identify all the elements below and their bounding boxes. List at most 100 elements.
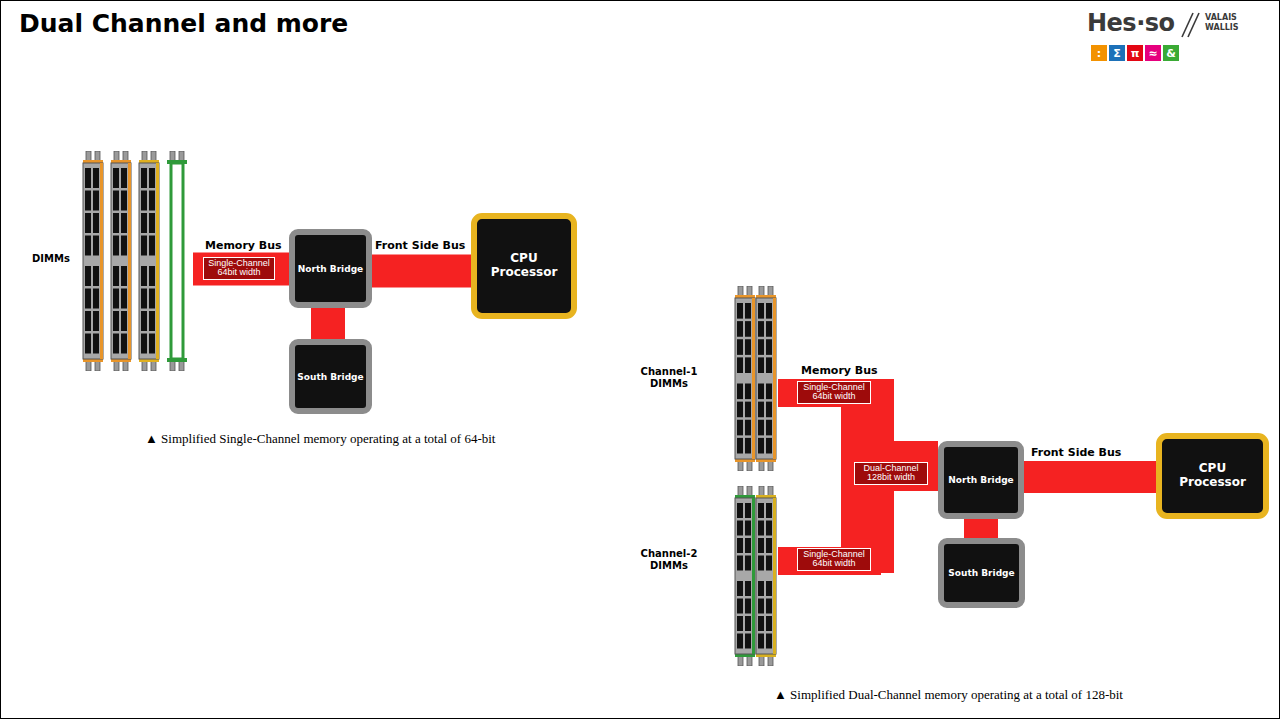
empty-dimm-slot bbox=[171, 163, 183, 359]
memory-chip bbox=[758, 438, 764, 454]
memory-chip bbox=[766, 599, 772, 614]
memory-chip bbox=[766, 538, 772, 553]
memory-chip bbox=[758, 581, 764, 596]
memory-chip bbox=[758, 420, 764, 436]
memory-chip bbox=[85, 191, 91, 211]
bus-name: Memory Bus bbox=[205, 239, 282, 252]
memory-chip bbox=[766, 521, 772, 536]
memory-chip bbox=[93, 334, 99, 354]
memory-chip bbox=[113, 168, 119, 188]
memory-chip bbox=[766, 438, 772, 454]
memory-chip bbox=[141, 334, 147, 354]
dimm-module bbox=[756, 498, 776, 654]
memory-chip bbox=[737, 634, 743, 649]
dimm-slot-edge bbox=[156, 163, 159, 359]
chip-label: South Bridge bbox=[297, 372, 363, 382]
memory-chip bbox=[745, 581, 751, 596]
memory-chip bbox=[758, 384, 764, 400]
chip-label: CPU Processor bbox=[479, 252, 569, 280]
bus-width-label: Single-Channel 64bit width bbox=[797, 548, 871, 571]
memory-chip bbox=[766, 420, 772, 436]
memory-chip bbox=[149, 334, 155, 354]
memory-chip bbox=[737, 384, 743, 400]
logo-square: : bbox=[1091, 45, 1107, 61]
memory-chip bbox=[141, 168, 147, 188]
bus-connector bbox=[311, 308, 345, 339]
dimm-label: Channel-2 DIMMs bbox=[634, 548, 704, 571]
memory-chip bbox=[766, 503, 772, 518]
memory-chip bbox=[85, 168, 91, 188]
memory-chip bbox=[737, 438, 743, 454]
memory-chip bbox=[737, 581, 743, 596]
logo-square: Σ bbox=[1109, 45, 1125, 61]
memory-chip bbox=[766, 321, 772, 337]
chip-label: North Bridge bbox=[948, 475, 1013, 485]
memory-chip bbox=[745, 384, 751, 400]
memory-chip bbox=[737, 503, 743, 518]
memory-chip bbox=[766, 616, 772, 631]
memory-chip bbox=[85, 311, 91, 331]
memory-chip bbox=[758, 402, 764, 418]
dimm-module bbox=[111, 163, 131, 359]
memory-chip bbox=[141, 236, 147, 256]
dimm-illustration bbox=[734, 486, 778, 666]
bus-connector bbox=[1024, 461, 1156, 493]
bridge-chip: South Bridge bbox=[938, 538, 1025, 608]
dimm-label: Channel-1 DIMMs bbox=[634, 366, 704, 389]
dimm-slot-edge bbox=[773, 298, 776, 459]
bus-name: Memory Bus bbox=[801, 364, 878, 377]
memory-chip bbox=[85, 289, 91, 309]
bus-width-label: Dual-Channel 128bit width bbox=[854, 462, 928, 485]
figure-caption: ▲ Simplified Single-Channel memory opera… bbox=[145, 431, 495, 447]
memory-chip bbox=[766, 402, 772, 418]
memory-chip bbox=[149, 213, 155, 233]
memory-chip bbox=[141, 289, 147, 309]
dimm-slot-edge bbox=[100, 163, 103, 359]
memory-chip bbox=[141, 266, 147, 286]
memory-chip bbox=[745, 339, 751, 355]
memory-chip bbox=[113, 289, 119, 309]
memory-chip bbox=[745, 303, 751, 319]
memory-chip bbox=[745, 438, 751, 454]
memory-chip bbox=[121, 266, 127, 286]
memory-chip bbox=[149, 168, 155, 188]
memory-chip bbox=[737, 599, 743, 614]
dimm-module bbox=[139, 163, 159, 359]
memory-chip bbox=[113, 191, 119, 211]
memory-chip bbox=[113, 311, 119, 331]
memory-chip bbox=[737, 339, 743, 355]
memory-chip bbox=[766, 634, 772, 649]
memory-chip bbox=[745, 402, 751, 418]
memory-chip bbox=[121, 168, 127, 188]
bridge-chip: North Bridge bbox=[289, 229, 372, 308]
memory-chip bbox=[766, 339, 772, 355]
memory-chip bbox=[141, 191, 147, 211]
memory-chip bbox=[737, 616, 743, 631]
memory-chip bbox=[766, 357, 772, 373]
logo-slashes bbox=[1182, 13, 1199, 37]
bus-connector bbox=[964, 519, 998, 538]
memory-chip bbox=[745, 599, 751, 614]
dimm-slot-edge bbox=[128, 163, 131, 359]
memory-chip bbox=[766, 581, 772, 596]
memory-chip bbox=[93, 289, 99, 309]
memory-chip bbox=[121, 213, 127, 233]
logo-slash bbox=[1182, 13, 1193, 37]
memory-chip bbox=[149, 236, 155, 256]
memory-chip bbox=[745, 616, 751, 631]
bus-name: Front Side Bus bbox=[1031, 446, 1121, 459]
logo-slash bbox=[1188, 13, 1199, 37]
logo-square: & bbox=[1163, 45, 1179, 61]
bridge-chip: North Bridge bbox=[938, 441, 1024, 519]
memory-chip bbox=[737, 357, 743, 373]
memory-chip bbox=[745, 503, 751, 518]
memory-chip bbox=[766, 303, 772, 319]
bridge-chip: South Bridge bbox=[289, 339, 372, 414]
dimm-bank: DIMMs bbox=[79, 151, 193, 371]
memory-chip bbox=[121, 191, 127, 211]
dimm-slot-edge bbox=[752, 298, 755, 459]
memory-chip bbox=[758, 357, 764, 373]
memory-chip bbox=[121, 311, 127, 331]
